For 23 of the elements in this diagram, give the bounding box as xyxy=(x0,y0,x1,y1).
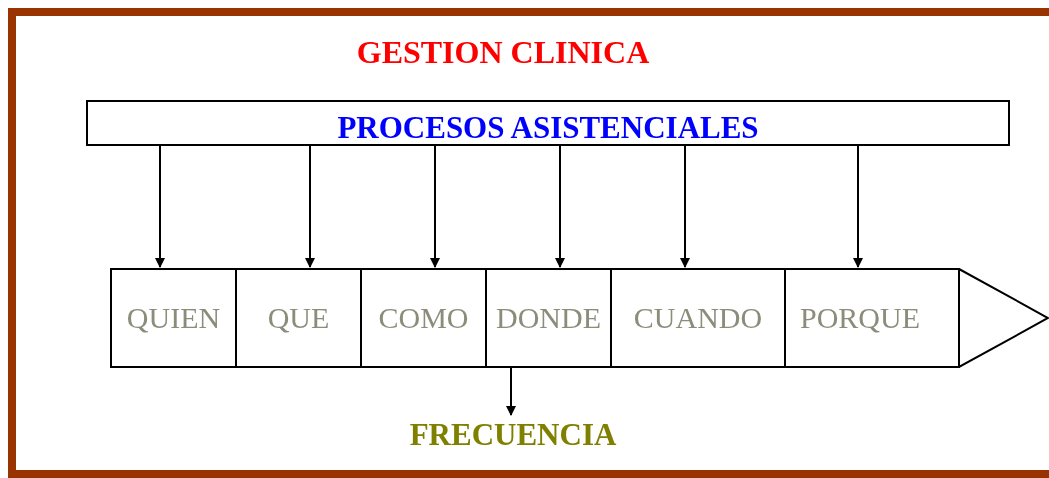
cell-text: QUE xyxy=(267,303,330,333)
cell-text: COMO xyxy=(378,303,469,333)
process-cell xyxy=(360,268,487,368)
cell-text: DONDE xyxy=(496,303,601,333)
process-cell xyxy=(610,268,786,368)
arrow xyxy=(155,145,165,268)
process-cell xyxy=(235,268,362,368)
result-label: FRECUENCIA xyxy=(395,415,631,453)
process-cell xyxy=(485,268,612,368)
cell-text: PORQUE xyxy=(800,303,920,333)
arrow xyxy=(853,145,863,268)
title: GESTION CLINICA xyxy=(355,33,651,72)
process-cell xyxy=(784,268,960,368)
cell-text: CUANDO xyxy=(633,303,763,333)
arrow xyxy=(305,145,315,268)
arrow xyxy=(506,367,516,416)
process-cell xyxy=(110,268,237,368)
arrow xyxy=(555,145,565,268)
process-banner xyxy=(86,100,1010,146)
arrow xyxy=(430,145,440,268)
arrow xyxy=(680,145,690,268)
cell-text: QUIEN xyxy=(126,303,221,333)
banner-text: PROCESOS ASISTENCIALES xyxy=(337,112,759,143)
